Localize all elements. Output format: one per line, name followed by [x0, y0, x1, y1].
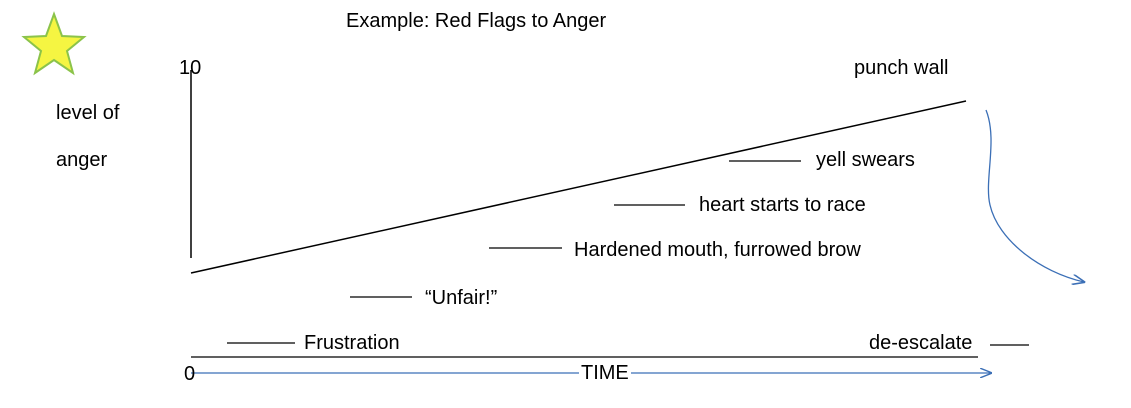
y-axis-max-label: 10	[179, 57, 202, 79]
y-axis-min-label: 0	[184, 363, 196, 385]
y-axis-label-line2: anger	[56, 149, 108, 171]
step-label-frustration: Frustration	[304, 332, 400, 354]
step-label-yell-swears: yell swears	[816, 149, 915, 171]
y-axis-label-line1: level of	[56, 102, 120, 124]
anger-line	[190, 100, 967, 274]
de-escalate-curve	[985, 109, 1084, 282]
step-label-unfair: “Unfair!”	[425, 287, 498, 309]
step-label-punch-wall: punch wall	[854, 57, 949, 79]
step-label-hardened-mouth: Hardened mouth, furrowed brow	[574, 239, 861, 261]
step-label-heart-race: heart starts to race	[699, 194, 866, 216]
x-axis-label: TIME	[579, 361, 631, 385]
de-escalate-label: de-escalate	[869, 332, 973, 354]
star-icon	[21, 11, 87, 76]
diagram-title: Example: Red Flags to Anger	[346, 10, 607, 32]
